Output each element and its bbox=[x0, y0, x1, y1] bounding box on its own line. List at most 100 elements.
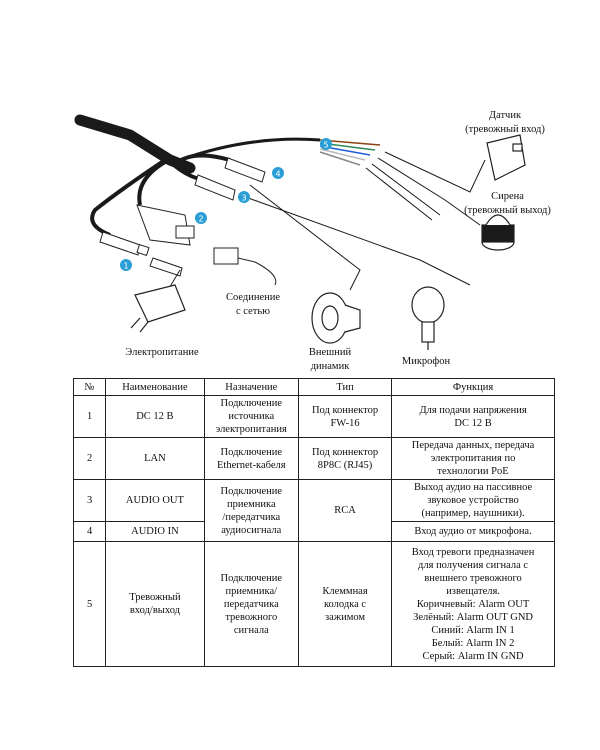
siren-icon bbox=[481, 214, 515, 251]
row5-function-line: Коричневый: Alarm OUT bbox=[416, 598, 530, 610]
row1-type: Под коннектор FW-16 bbox=[297, 395, 393, 438]
row2-type: Под коннектор 8P8C (RJ45) bbox=[297, 437, 393, 480]
row4-function: Вход аудио от микрофона. bbox=[391, 521, 555, 542]
row3-purpose-line: Подключение bbox=[220, 485, 283, 497]
mains-label-line1: Соединение bbox=[225, 292, 281, 303]
header-purpose: Назначение bbox=[203, 378, 299, 396]
row3-num: 3 bbox=[72, 479, 107, 522]
row1-purpose-line: источника bbox=[228, 411, 275, 422]
siren-label-line2: (тревожный выход) bbox=[464, 205, 551, 216]
marker-3: 3 bbox=[238, 191, 250, 203]
device-lines bbox=[239, 151, 486, 291]
connection-diagram: 1 2 3 4 5 bbox=[74, 114, 526, 350]
lan-connector bbox=[136, 204, 195, 246]
table-row: 2 LAN Подключение Ethernet-кабеля Под ко… bbox=[72, 437, 555, 480]
audio-in-connector bbox=[224, 157, 266, 183]
row5-purpose-line: сигнала bbox=[233, 624, 269, 636]
dc-connector bbox=[99, 231, 150, 256]
row4-name: AUDIO IN bbox=[105, 521, 205, 542]
row5-name-line: вход/выход bbox=[129, 605, 180, 616]
marker-1: 1 bbox=[120, 259, 132, 271]
power-adapter-icon bbox=[130, 284, 186, 333]
row2-type-line: 8P8C (RJ45) bbox=[317, 459, 373, 471]
speaker-label-line2: динамик bbox=[310, 361, 350, 372]
row5-purpose-line: Подключение bbox=[220, 572, 283, 584]
row2-name: LAN bbox=[105, 437, 205, 480]
row3-function-line: (например, наушники). bbox=[421, 508, 525, 519]
marker-5-text: 5 bbox=[323, 141, 328, 150]
power-label: Электропитание bbox=[125, 347, 199, 358]
row2-purpose-line: Подключение bbox=[220, 446, 283, 458]
marker-3-text: 3 bbox=[241, 194, 246, 203]
row5-function-line: внешнего тревожного bbox=[424, 572, 522, 584]
audio-out-connector bbox=[194, 174, 236, 201]
row5-name-line: Тревожный bbox=[129, 592, 181, 603]
row3-function-line: звуковое устройство bbox=[427, 495, 519, 506]
header-name: Наименование bbox=[105, 378, 205, 396]
header-num: № bbox=[72, 378, 107, 396]
row5-purpose-line: передатчика bbox=[223, 598, 279, 610]
row5-function-line: Серый: Alarm IN GND bbox=[422, 650, 524, 662]
header-function: Функция bbox=[391, 378, 555, 396]
row3-type: RCA bbox=[297, 479, 393, 542]
row2-type-line: Под коннектор bbox=[311, 446, 379, 458]
row5-purpose: Подключение приемника/ передатчика трево… bbox=[203, 541, 299, 667]
row5-function: Вход тревоги предназначен для получения … bbox=[391, 541, 555, 667]
row1-name: DC 12 В bbox=[105, 395, 205, 438]
main-cable bbox=[74, 114, 196, 174]
row2-function: Передача данных, передача электропитания… bbox=[391, 437, 555, 480]
marker-2-text: 2 bbox=[198, 215, 203, 224]
row5-type: Клеммная колодка с зажимом bbox=[297, 541, 393, 667]
row1-purpose-line: Подключение bbox=[220, 398, 283, 409]
sensor-label-line2: (тревожный вход) bbox=[465, 124, 545, 135]
mic-label: Микрофон bbox=[401, 356, 451, 367]
row5-type-line: Клеммная bbox=[322, 585, 368, 597]
row1-function: Для подачи напряжения DC 12 В bbox=[391, 395, 555, 438]
row5-purpose-line: приемника/ bbox=[225, 585, 278, 597]
marker-4-text: 4 bbox=[275, 170, 280, 179]
row5-type-line: зажимом bbox=[325, 611, 366, 623]
row2-function-line: Передача данных, передача bbox=[411, 440, 535, 451]
row3-function-line: Выход аудио на пассивное bbox=[414, 482, 533, 493]
siren-label-line1: Сирена bbox=[491, 191, 524, 202]
row3-purpose-line: приемника bbox=[226, 498, 276, 510]
header-type: Тип bbox=[297, 378, 393, 396]
row1-num: 1 bbox=[72, 395, 107, 438]
table-row: 3 AUDIO OUT Подключение приемника /перед… bbox=[72, 479, 555, 542]
table-header-row: № Наименование Назначение Тип Функция bbox=[72, 378, 555, 396]
connector-table: № Наименование Назначение Тип Функция 1 … bbox=[72, 378, 555, 667]
marker-5: 5 bbox=[320, 138, 332, 150]
mains-label-line2: с сетью bbox=[236, 306, 270, 317]
table-row: 5 Тревожный вход/выход Подключение прием… bbox=[72, 541, 555, 667]
table-row: 1 DC 12 В Подключение источника электроп… bbox=[72, 395, 555, 438]
siren-label: Сирена (тревожный выход) bbox=[450, 190, 565, 218]
row1-purpose-line: электропитания bbox=[215, 424, 287, 435]
row5-function-line: Синий: Alarm IN 1 bbox=[431, 624, 515, 636]
cable-lan bbox=[137, 160, 167, 206]
mains-label: Соединение с сетью bbox=[218, 291, 288, 319]
row5-name: Тревожный вход/выход bbox=[105, 541, 205, 667]
row5-type-line: колодка с bbox=[323, 598, 367, 610]
row1-type-line: FW-16 bbox=[330, 417, 360, 429]
marker-1-text: 1 bbox=[123, 262, 128, 271]
marker-2: 2 bbox=[195, 212, 207, 224]
row5-function-line: извещателя. bbox=[446, 585, 500, 597]
speaker-label: Внешний динамик bbox=[300, 346, 360, 374]
row3-purpose: Подключение приемника /передатчика аудио… bbox=[203, 479, 299, 542]
row3-function: Выход аудио на пассивное звуковое устрой… bbox=[391, 479, 555, 522]
row2-num: 2 bbox=[72, 437, 107, 480]
row1-function-line: DC 12 В bbox=[454, 417, 492, 429]
row1-function-line: Для подачи напряжения bbox=[419, 404, 527, 416]
microphone-icon bbox=[411, 286, 445, 350]
row5-function-line: Белый: Alarm IN 2 bbox=[431, 637, 515, 649]
row5-num: 5 bbox=[72, 541, 107, 667]
row1-type-line: Под коннектор bbox=[311, 404, 379, 416]
row2-function-line: электропитания по bbox=[430, 453, 516, 464]
row5-function-line: Вход тревоги предназначен bbox=[411, 546, 535, 558]
sensor-label-line1: Датчик bbox=[488, 110, 522, 121]
row2-purpose-line: Ethernet-кабеля bbox=[217, 459, 286, 471]
sensor-label: Датчик (тревожный вход) bbox=[450, 109, 560, 137]
row4-num: 4 bbox=[72, 521, 107, 542]
sensor-icon bbox=[486, 134, 526, 181]
row5-function-line: Зелёный: Alarm OUT GND bbox=[413, 611, 533, 623]
